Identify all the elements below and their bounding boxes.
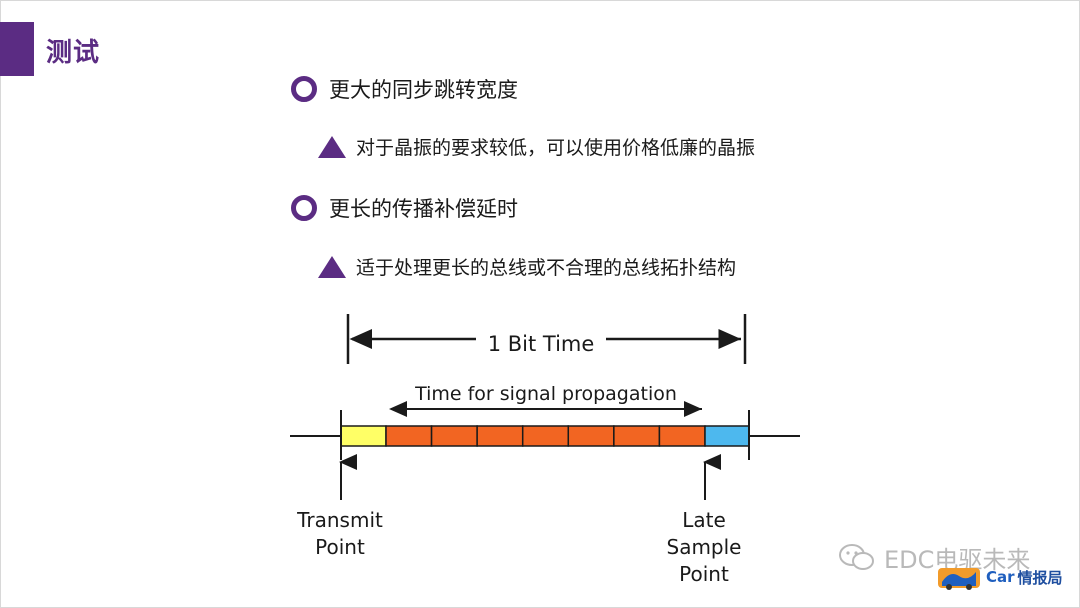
transmit-label-line1: Transmit: [296, 508, 383, 532]
bullet-item-1: 更大的同步跳转宽度: [291, 74, 518, 104]
wechat-icon: [839, 543, 874, 570]
transmit-label-line2: Point: [315, 535, 365, 559]
car-badge-icon: [938, 568, 980, 590]
title-accent-bar: [0, 22, 34, 76]
slide-title: 测试: [46, 38, 101, 68]
triangle-bullet-icon: [318, 135, 346, 158]
circle-bullet-icon: [291, 195, 317, 221]
late-label-line2: Sample: [667, 535, 742, 559]
triangle-bullet-icon: [318, 255, 346, 278]
sync-segment: [340, 425, 387, 447]
propagation-segment: [430, 425, 478, 447]
phase-segment: [704, 425, 750, 447]
propagation-segment: [567, 425, 615, 447]
late-label-line1: Late: [682, 508, 726, 532]
propagation-segment: [658, 425, 706, 447]
sub-bullet-item-2: 适于处理更长的总线或不合理的总线拓扑结构: [318, 253, 736, 280]
propagation-segment: [476, 425, 524, 447]
bit-segments: [340, 425, 750, 447]
sub-bullet-item-1: 对于晶振的要求较低，可以使用价格低廉的晶振: [318, 133, 755, 160]
propagation-segment: [521, 425, 570, 447]
late-label-line3: Point: [679, 562, 729, 586]
logo-name-text: 情报局: [1017, 568, 1063, 587]
propagation-segment: [385, 425, 433, 447]
bit-time-label: 1 Bit Time: [488, 332, 595, 356]
sub-bullet-text: 适于处理更长的总线或不合理的总线拓扑结构: [356, 257, 737, 279]
circle-bullet-icon: [291, 76, 317, 102]
propagation-label: Time for signal propagation: [414, 383, 677, 405]
bullet-text: 更长的传播补偿延时: [329, 197, 518, 221]
logo-car-text: Car: [986, 568, 1015, 586]
car-info-logo: Car 情报局: [936, 562, 1063, 592]
propagation-segment: [613, 425, 661, 447]
sub-bullet-text: 对于晶振的要求较低，可以使用价格低廉的晶振: [356, 137, 756, 159]
bullet-item-2: 更长的传播补偿延时: [291, 193, 518, 223]
bullet-text: 更大的同步跳转宽度: [329, 78, 518, 102]
